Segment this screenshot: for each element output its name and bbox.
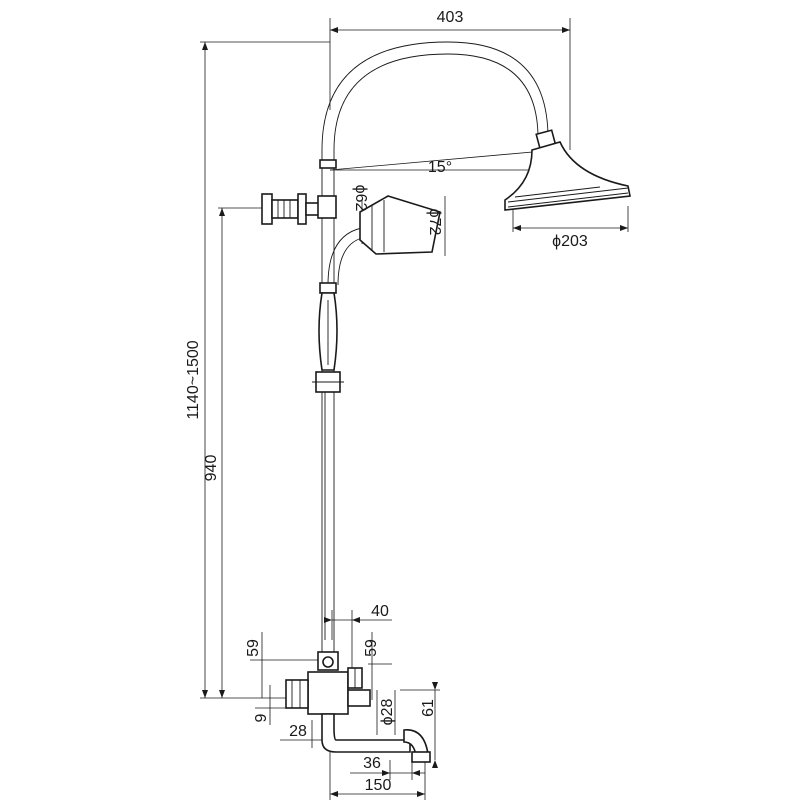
- bath-spout: [321, 713, 431, 763]
- label-spout-depth: 28: [289, 723, 307, 740]
- label-top-width: 403: [437, 9, 464, 26]
- overhead-arm: [319, 41, 549, 200]
- slide-holder: [312, 371, 344, 393]
- dimension-lines: [200, 18, 629, 800]
- label-outlet-height-left: 59: [245, 639, 262, 657]
- label-mixer-diameter: ϕ28: [379, 699, 396, 726]
- wall-bracket: [261, 193, 337, 225]
- label-total-height: 1140~1500: [185, 340, 202, 419]
- label-spout-outlet: 36: [363, 755, 381, 772]
- label-spout-length: 150: [365, 777, 392, 794]
- rain-shower-head: [504, 129, 631, 211]
- label-outlet-height-right: 59: [363, 639, 380, 657]
- dimension-labels: 403 15° ϕ203 ϕ62 ϕ72 1140~1500 940 40 59…: [185, 9, 588, 794]
- dimension-arrows: [202, 27, 628, 797]
- label-hand-shower-outer: ϕ72: [426, 209, 443, 236]
- label-spout-height: 61: [420, 699, 437, 717]
- label-hand-shower-inner: ϕ62: [352, 185, 369, 212]
- hand-shower: [318, 195, 441, 371]
- riser-pipe: [321, 200, 335, 655]
- label-angle: 15°: [428, 159, 452, 176]
- label-spout-offset: 40: [371, 603, 389, 620]
- label-shower-head-diameter: ϕ203: [552, 233, 588, 250]
- label-holder-height: 940: [203, 455, 220, 482]
- label-inlet-offset: 9: [253, 713, 270, 722]
- mixer-valve: [285, 651, 371, 715]
